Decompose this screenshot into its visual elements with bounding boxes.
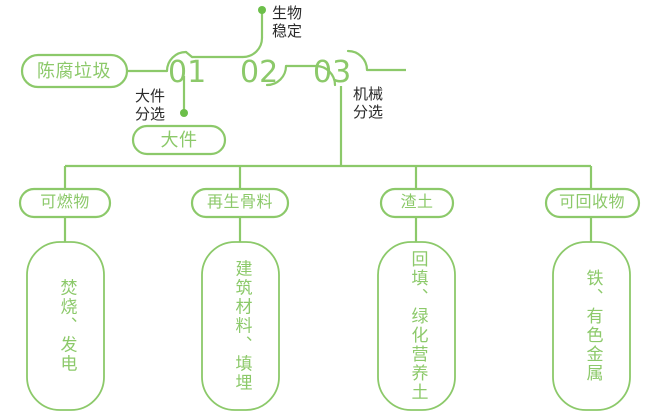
- branch-box-2-shape: [201, 241, 280, 411]
- branch-3-detail: 回填、绿化营养土: [408, 250, 428, 402]
- branch-2-detail: 建筑材料、填埋: [232, 259, 252, 393]
- output-pill-dajian-shape: [131, 124, 227, 156]
- stage-03-arc-left: [314, 64, 337, 87]
- stage-02-process-label: 生物 稳定: [272, 5, 303, 41]
- stage-01-arc: [165, 50, 188, 73]
- stage-02-arc-upper: [241, 36, 264, 59]
- source-pill-label: 陈腐垃圾: [37, 61, 111, 81]
- dajian-dot: [180, 109, 188, 117]
- stage-01-output-label: 大件: [160, 130, 198, 150]
- branch-4-detail: 铁、有色金属: [583, 269, 603, 383]
- stage-03-arc-right: [346, 49, 369, 72]
- stage-number-01: 01: [168, 55, 206, 90]
- stage-03-process-label: 机械 分选: [353, 86, 384, 122]
- branch-box-4-shape: [552, 241, 631, 411]
- stage-01-process-label: 大件 分选: [135, 88, 166, 124]
- branch-box-3-shape: [377, 241, 456, 411]
- stage-02-arc-lower: [265, 64, 288, 87]
- branch-pill-4-shape: [544, 187, 641, 219]
- branch-box-1-shape: [26, 241, 105, 411]
- biostable-dot: [258, 6, 266, 14]
- stage-01-upper-joint: [184, 50, 194, 59]
- branch-2-title: 再生骨料: [206, 194, 274, 211]
- stage-number-03: 03: [313, 55, 351, 90]
- branch-1-title: 可燃物: [40, 194, 90, 211]
- branch-4-title: 可回收物: [558, 194, 626, 211]
- branch-3-title: 渣土: [400, 194, 434, 211]
- branch-1-detail: 焚烧、发电: [57, 278, 77, 374]
